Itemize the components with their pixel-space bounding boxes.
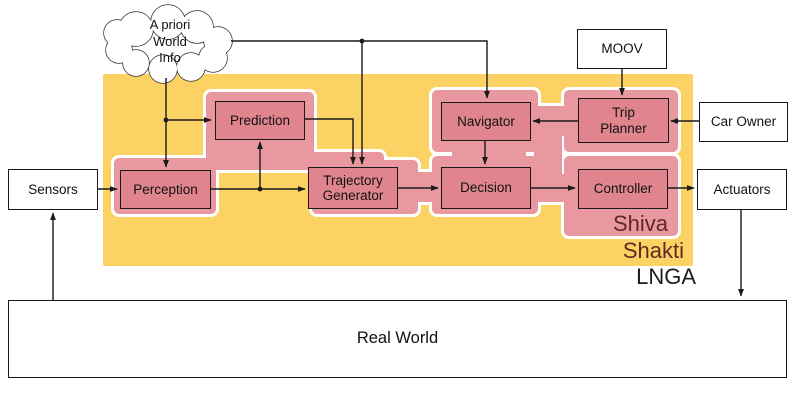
prediction-module-box: Prediction — [215, 101, 305, 140]
real-world-box: Real World — [8, 300, 787, 378]
arrow-cloud-to-navigator — [231, 40, 490, 99]
trip-planner-module-box: Trip Planner — [578, 98, 669, 143]
arrow-prediction-to-trajectory-generator — [304, 118, 356, 165]
navigator-module-box: Navigator — [441, 102, 531, 141]
lnga-layer-label: LNGA — [636, 264, 696, 289]
junction-dots — [163, 38, 365, 192]
connector-arrows — [50, 40, 744, 300]
car-owner-box: Car Owner — [699, 102, 788, 142]
moov-box: MOOV — [577, 29, 667, 69]
cloud-label: A priori World Info — [149, 17, 191, 65]
sensors-box: Sensors — [8, 169, 98, 210]
decision-module-box: Decision — [441, 167, 531, 209]
shakti-layer-label: Shakti — [622, 238, 684, 263]
shiva-layer-label: Shiva — [612, 211, 668, 236]
perception-module-box: Perception — [120, 170, 211, 209]
controller-module-box: Controller — [578, 169, 668, 209]
actuators-box: Actuators — [697, 169, 787, 210]
trajectory-generator-module-box: Trajectory Generator — [308, 167, 398, 209]
